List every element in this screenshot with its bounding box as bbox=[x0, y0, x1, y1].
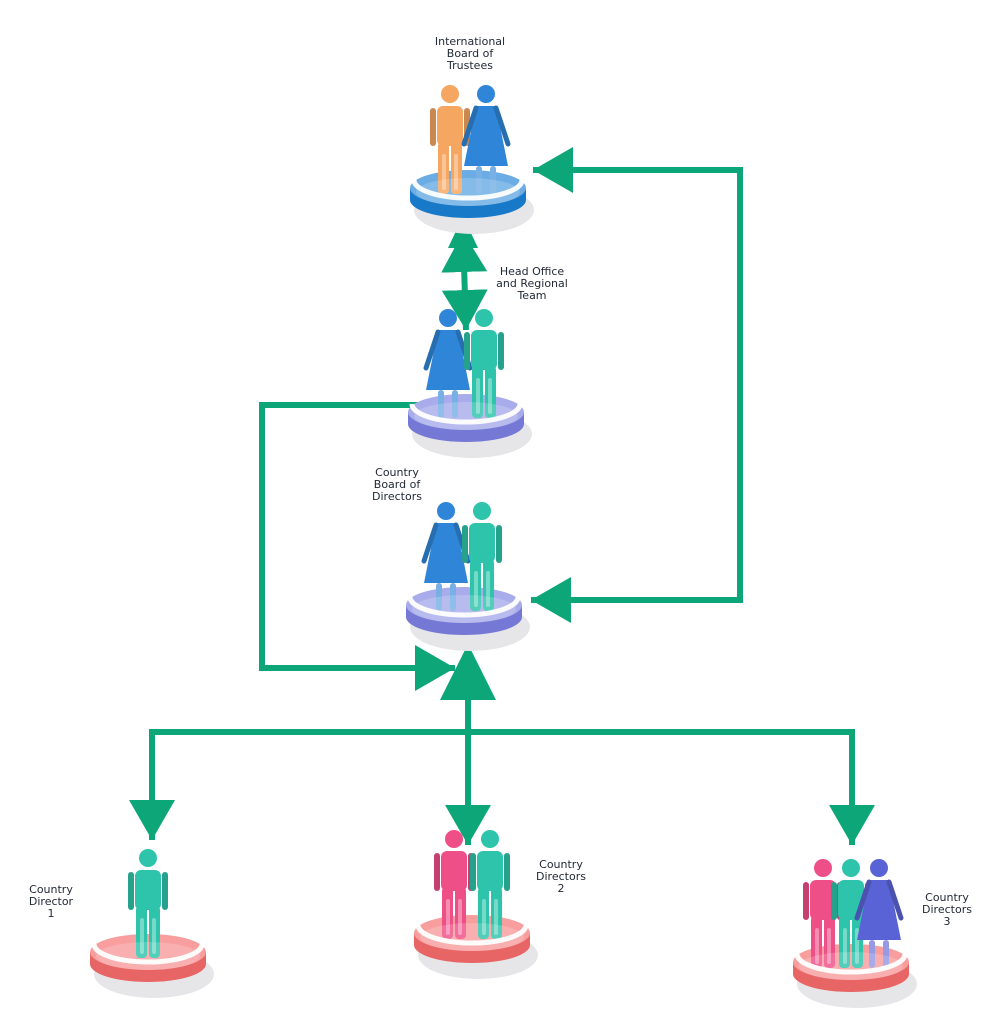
node-directors-2 bbox=[414, 830, 538, 979]
label-line: Country bbox=[539, 858, 583, 871]
connector-layer bbox=[129, 147, 875, 845]
label-line: Director bbox=[28, 895, 74, 908]
label-line: 3 bbox=[943, 915, 951, 928]
label-line: 1 bbox=[47, 907, 55, 920]
label-line: Country bbox=[925, 891, 969, 904]
male-figure-icon bbox=[803, 859, 843, 968]
male-figure-icon bbox=[128, 849, 168, 958]
platform-ring bbox=[415, 924, 529, 946]
label-line: Board of bbox=[373, 478, 421, 491]
node-trustees bbox=[410, 85, 534, 234]
label-line: and Regional bbox=[496, 277, 568, 290]
edge-board-director1 bbox=[129, 676, 471, 840]
male-figure-icon bbox=[470, 830, 510, 939]
label-line: International bbox=[434, 35, 506, 48]
node-directors-3 bbox=[793, 859, 917, 1008]
edge-headoffice-board-loop bbox=[259, 402, 455, 691]
female-figure-icon bbox=[421, 502, 471, 611]
edge-trustees-headoffice bbox=[441, 231, 488, 331]
arrowhead-up-board bbox=[440, 644, 496, 700]
platform-gloss bbox=[420, 923, 524, 951]
platform-gloss bbox=[799, 952, 903, 980]
label-line: Board of bbox=[446, 47, 494, 60]
platform-gloss bbox=[412, 595, 516, 623]
label-line: Directors bbox=[372, 490, 422, 503]
platform-ring bbox=[409, 403, 523, 425]
label-line: Directors bbox=[922, 903, 972, 916]
edge-board-to-trustees-lower bbox=[531, 238, 743, 623]
label-line: Head Office bbox=[499, 265, 565, 278]
platform-ring bbox=[91, 943, 205, 965]
edge-board-to-trustees bbox=[533, 147, 743, 238]
label-line: Team bbox=[517, 289, 547, 302]
male-figure-icon bbox=[430, 85, 470, 194]
female-figure-icon bbox=[423, 309, 473, 418]
platform-ring bbox=[794, 953, 908, 975]
female-figure-icon bbox=[854, 859, 904, 968]
label-line: Country bbox=[375, 466, 419, 479]
label-line: Country bbox=[29, 883, 73, 896]
platform-gloss bbox=[414, 402, 518, 430]
label-line: Trustees bbox=[447, 59, 493, 72]
platform-ring bbox=[407, 596, 521, 618]
node-director-1 bbox=[90, 849, 214, 998]
male-figure-icon bbox=[462, 502, 502, 611]
platform-ring bbox=[411, 179, 525, 201]
platform-gloss bbox=[96, 942, 200, 970]
node-head-office bbox=[408, 309, 532, 458]
label-line: Directors bbox=[536, 870, 586, 883]
node-country-board bbox=[406, 502, 530, 651]
edge-board-directors3 bbox=[468, 729, 875, 845]
label-line: 2 bbox=[557, 882, 565, 895]
platform-gloss bbox=[416, 178, 520, 206]
male-figure-icon bbox=[464, 309, 504, 418]
node-layer bbox=[90, 85, 917, 1008]
female-figure-icon bbox=[461, 85, 511, 194]
